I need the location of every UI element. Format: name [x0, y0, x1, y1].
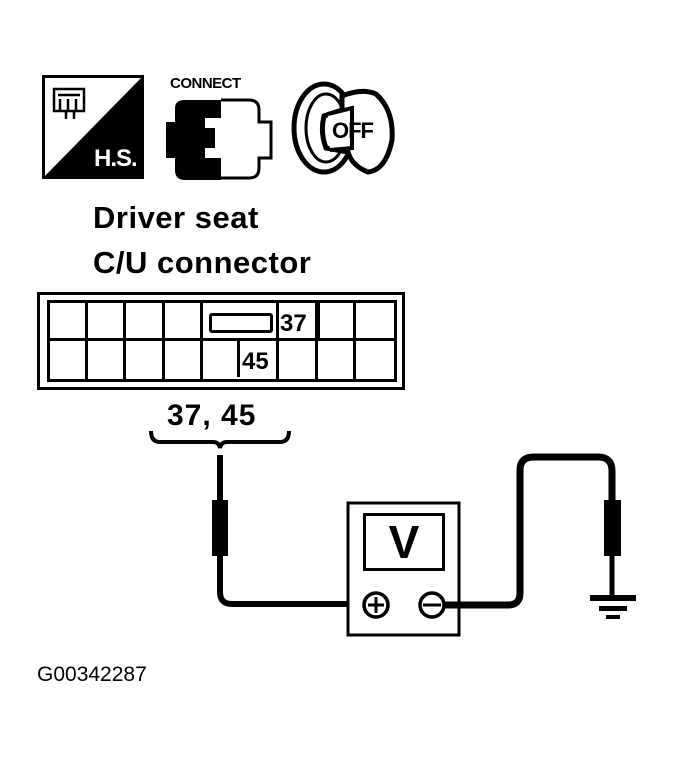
connector-latch	[209, 313, 273, 333]
pin-37-divider	[316, 303, 320, 341]
harness-side-label: H.S.	[94, 145, 138, 172]
pin-37-label: 37	[280, 310, 307, 337]
positive-probe-tip	[212, 500, 228, 556]
connector-title-line1: Driver seat	[93, 200, 259, 235]
pin-cell	[165, 341, 203, 379]
pin-cell	[126, 303, 165, 341]
pin-cell-37	[241, 303, 280, 341]
connector-title-line2: C/U connector	[93, 245, 312, 280]
ground-icon	[590, 595, 636, 619]
pin-brace	[149, 430, 291, 449]
voltmeter-display: V	[363, 513, 445, 571]
pin-45-divider	[237, 341, 240, 377]
pin-cell	[355, 303, 394, 341]
pin-cell	[318, 341, 356, 379]
pin-cell	[279, 341, 318, 379]
connect-label: CONNECT	[170, 75, 241, 92]
connector-plug-icon	[163, 96, 277, 180]
pin-cell	[126, 341, 165, 379]
pin-cell-45	[241, 341, 280, 379]
ignition-key-icon: OFF	[290, 80, 398, 178]
pin-cell	[50, 303, 89, 341]
pin-cell	[88, 341, 127, 379]
pin-cell	[50, 341, 89, 379]
pin-45-label: 45	[242, 348, 269, 375]
negative-lead	[444, 453, 616, 609]
figure-id-caption: G00342287	[37, 663, 147, 686]
harness-side-icon: H.S.	[42, 75, 144, 179]
pin-cell	[164, 303, 203, 341]
latch-cell	[202, 303, 242, 341]
connector-housing	[37, 292, 405, 390]
pin-cell	[88, 303, 127, 341]
pin-cell	[317, 303, 356, 341]
key-off-label: OFF	[332, 118, 374, 143]
negative-probe-tip	[604, 500, 621, 556]
positive-lead	[217, 556, 349, 607]
test-pins-label: 37, 45	[167, 399, 257, 432]
connector-pin-grid	[47, 300, 397, 382]
